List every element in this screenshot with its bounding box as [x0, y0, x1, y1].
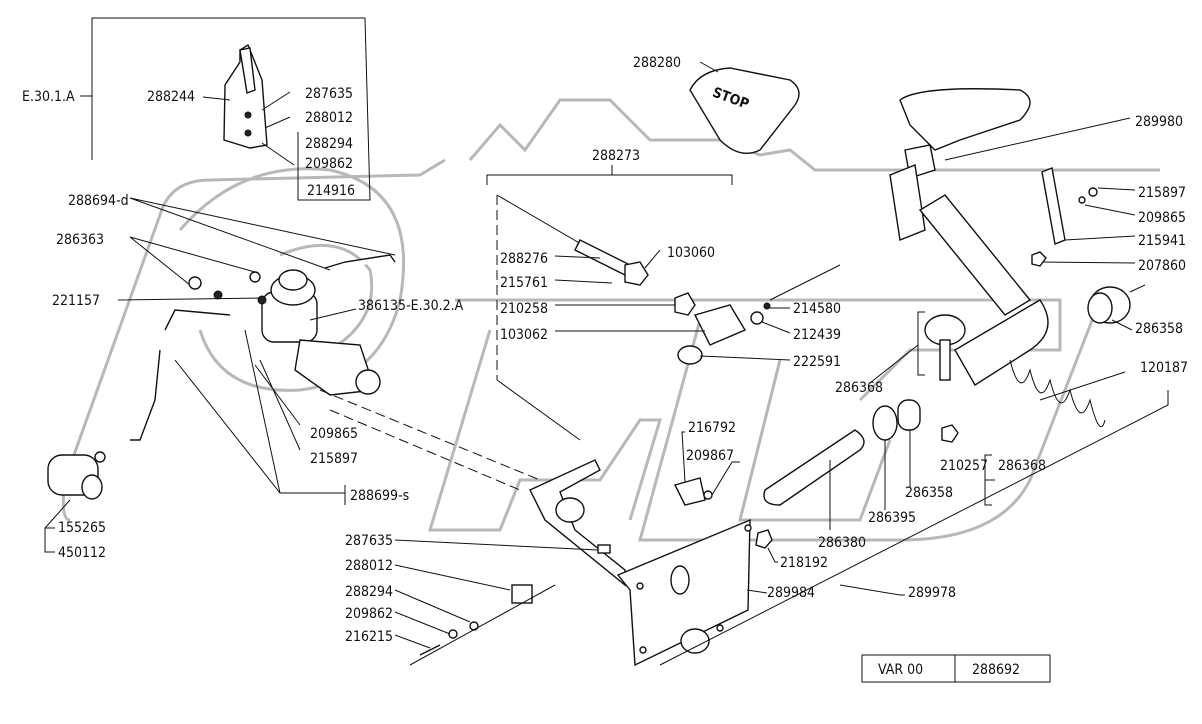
- switch-287635: [597, 544, 611, 554]
- label-288294-top: 288294: [305, 136, 353, 152]
- label-288694-d: 288694-d: [68, 193, 129, 209]
- bolt-216792: [673, 477, 706, 506]
- brake-pipe-288699-s: [130, 309, 231, 441]
- switch-bracket-part: [223, 43, 268, 149]
- label-e301a: E.30.1.A: [22, 89, 75, 105]
- return-spring-120187: [1009, 359, 1126, 428]
- label-210258: 210258: [500, 301, 548, 317]
- label-207860: 207860: [1138, 258, 1186, 274]
- washer-212439: [750, 311, 764, 325]
- label-218192: 218192: [780, 555, 828, 571]
- slave-cylinder-155265: [47, 451, 106, 500]
- label-221157: 221157: [52, 293, 100, 309]
- fitting-286363: [188, 276, 202, 290]
- label-288280: 288280: [633, 55, 681, 71]
- label-103062: 103062: [500, 327, 548, 343]
- nut-210258: [674, 292, 696, 316]
- washer-209867: [703, 490, 713, 500]
- label-120187: 120187: [1140, 360, 1188, 376]
- label-286358-mid: 286358: [905, 485, 953, 501]
- screw-215897: [1088, 187, 1098, 197]
- label-222591: 222591: [793, 354, 841, 370]
- label-103060: 103060: [667, 245, 715, 261]
- label-216792: 216792: [688, 420, 736, 436]
- label-215761: 215761: [500, 275, 548, 291]
- inset-frame: [91, 17, 371, 201]
- nut-210257: [941, 424, 959, 443]
- washer-288294: [469, 621, 479, 631]
- washer-209865: [1078, 196, 1086, 204]
- variant-box: VAR 00 288692: [861, 654, 1051, 683]
- label-214580: 214580: [793, 301, 841, 317]
- pedal-shaft-286380: [763, 429, 865, 506]
- label-288294-bot: 288294: [345, 584, 393, 600]
- stop-switch-plate: [1041, 167, 1066, 245]
- label-288244: 288244: [147, 89, 195, 105]
- label-210257: 210257: [940, 458, 988, 474]
- label-286368: 286368: [835, 380, 883, 396]
- label-288276: 288276: [500, 251, 548, 267]
- label-155265: 155265: [58, 520, 106, 536]
- label-216215: 216215: [345, 629, 393, 645]
- label-288699-s: 288699-s: [350, 488, 409, 504]
- master-cylinder-386135: [261, 269, 381, 396]
- washer-209862: [448, 629, 458, 639]
- variant-number: 288692: [972, 662, 1020, 678]
- label-287635-top: 287635: [305, 86, 353, 102]
- label-209862-top: 209862: [305, 156, 353, 172]
- clevis-103062: [693, 304, 747, 346]
- label-287635-bot: 287635: [345, 533, 393, 549]
- brake-pipe-288694-d: [324, 254, 396, 269]
- label-288012-top: 288012: [305, 110, 353, 126]
- pin-286368: [924, 314, 966, 381]
- label-386135: 386135-E.30.2.A: [358, 298, 464, 314]
- label-212439: 212439: [793, 327, 841, 343]
- washer-286395: [872, 405, 898, 441]
- bushing-286358-mid: [897, 399, 921, 431]
- label-289978: 289978: [908, 585, 956, 601]
- callout-labels: E.30.1.A 288244 287635 288012 288294 209…: [22, 55, 1188, 645]
- label-286368-b: 286368: [998, 458, 1046, 474]
- adjuster-rod-288276: [574, 239, 649, 286]
- variant-label: VAR 00: [878, 662, 923, 678]
- stop-pedal-pad: STOP: [689, 67, 800, 154]
- nut-218192: [755, 529, 773, 549]
- label-209862-bot: 209862: [345, 606, 393, 622]
- label-288012-bot: 288012: [345, 558, 393, 574]
- label-289980: 289980: [1135, 114, 1183, 130]
- label-215941: 215941: [1138, 233, 1186, 249]
- label-215897-left: 215897: [310, 451, 358, 467]
- split-pin-214580: [763, 302, 771, 310]
- label-288273: 288273: [592, 148, 640, 164]
- label-289984: 289984: [767, 585, 815, 601]
- switch-288012: [511, 584, 533, 604]
- label-286395: 286395: [868, 510, 916, 526]
- label-214916: 214916: [307, 183, 355, 199]
- label-209865-right: 209865: [1138, 210, 1186, 226]
- screw-216215: [419, 644, 441, 656]
- label-286363: 286363: [56, 232, 104, 248]
- pedal-bracket-289984: [529, 459, 752, 667]
- label-286380: 286380: [818, 535, 866, 551]
- bushing-286358: [1087, 286, 1131, 324]
- label-450112: 450112: [58, 545, 106, 561]
- clevis-pin-222591: [677, 345, 703, 365]
- label-215897-right: 215897: [1138, 185, 1186, 201]
- brake-pedal-arm: [889, 88, 1049, 386]
- nut-207860: [1031, 251, 1047, 267]
- label-286358-right: 286358: [1135, 321, 1183, 337]
- label-209867: 209867: [686, 448, 734, 464]
- label-209865-left: 209865: [310, 426, 358, 442]
